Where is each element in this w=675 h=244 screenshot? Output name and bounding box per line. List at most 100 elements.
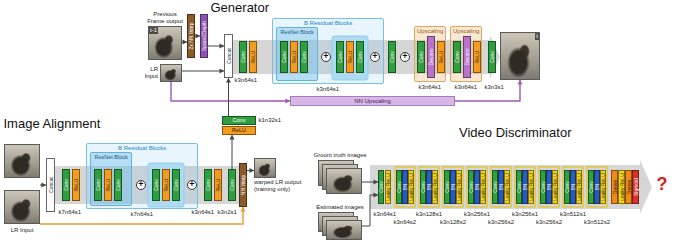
frame-thumbnail (160, 64, 182, 82)
node-label: BN (403, 184, 408, 191)
node-label: 2x NN Warp (189, 22, 194, 49)
node-label: BN (523, 184, 528, 191)
layer-group-outline (563, 167, 583, 207)
arrow-head (241, 207, 246, 212)
dense-layer: Dense (625, 170, 632, 204)
layer-parameter: k3n64s2 (394, 219, 417, 226)
node-label: Leaky ReLU (433, 173, 438, 201)
node-label: Estimated images (308, 204, 372, 211)
conv-layer: Conv (300, 41, 308, 73)
frame-thumbnail (326, 168, 362, 194)
conv-layer: Conv (172, 169, 180, 201)
conv-layer: Conv (152, 169, 160, 201)
conv-layer: Conv (356, 41, 364, 73)
layer-group-outline (515, 167, 535, 207)
concat-layer: Concat (224, 34, 233, 78)
space-to-depth-layer: Space2Depth (200, 14, 208, 58)
node-label: Upscaling (453, 28, 479, 35)
connector (226, 78, 231, 116)
node-label: + (372, 52, 377, 61)
node-label: Previous Frame output (144, 11, 186, 25)
node-label: + (402, 52, 407, 61)
output-symbol: ? (657, 174, 668, 195)
node-label: Leaky ReLU (577, 173, 582, 201)
node-label: t (535, 33, 539, 40)
node-label: warped LR output (training only) (254, 179, 302, 193)
node-label: Space2Depth (202, 21, 207, 51)
connector-line (362, 195, 378, 226)
warp-layer: NN Warp (239, 163, 247, 207)
layer-group-outline (587, 167, 607, 207)
arrow-head (226, 78, 231, 83)
node-label: BN (475, 184, 480, 191)
leaky-relu-layer: Leaky ReLU (504, 170, 510, 204)
dense-layer: Dense (611, 170, 618, 204)
node-label: Conv (230, 179, 235, 191)
leaky-relu-layer: Leaky ReLU (385, 170, 391, 204)
upscaling-block: UpscalingConv DeconvReLU (450, 26, 482, 82)
node-label: Conv (302, 51, 307, 63)
layer-group-outline (467, 167, 487, 207)
node-label: Conv (565, 181, 570, 193)
sum-node: + (321, 52, 331, 62)
node-label: ReLU (74, 179, 79, 192)
layer-parameter: k3n256s2 (536, 219, 562, 226)
node-label: Leaky ReLU (386, 173, 391, 201)
node-label: Conv (397, 181, 402, 193)
node-label: Concat (226, 48, 231, 64)
node-label: Deconv (465, 49, 470, 66)
section-title: Video Discriminator (459, 126, 571, 141)
conv-layer: Conv (336, 41, 344, 73)
node-label: Conv (338, 51, 343, 63)
leaky-relu-layer: Leaky ReLU (552, 170, 558, 204)
leaky-relu-layer: Leaky ReLU (432, 170, 438, 204)
frame-thumbnail (4, 190, 40, 224)
conv-layer: Conv (222, 116, 256, 125)
node-label: Leaky ReLU (505, 173, 510, 201)
connector (182, 69, 224, 74)
layer-parameter: k3n256s2 (488, 219, 514, 226)
frame-thumbnail (254, 158, 276, 178)
conv-layer: Conv (378, 170, 384, 204)
warp-layer: 2x NN Warp (187, 14, 195, 58)
conv-layer: Conv (204, 169, 212, 201)
node-label: Conv (445, 181, 450, 193)
relu-layer: ReLU (473, 41, 481, 73)
residual-group: B Residual BlocksResNet BlockConvReLUCon… (86, 143, 198, 209)
node-label: ReLU (348, 51, 353, 64)
upscale-layer: Deconv (427, 36, 435, 78)
node-label: ReLU (216, 179, 221, 192)
node-label: Upscaling (417, 28, 443, 35)
node-label: Dense (626, 180, 631, 194)
layer-group-outline (539, 167, 559, 207)
relu-layer: ReLU (214, 169, 222, 201)
layer-parameter: k3n64s1 (419, 84, 442, 91)
connector (362, 180, 378, 185)
layer-group-outline (491, 167, 511, 207)
layer-parameter: k3n64s1 (192, 209, 215, 216)
node-label: ReLU (251, 51, 256, 64)
node-label: B Residual Blocks (304, 20, 352, 27)
layer-parameter: k3n512s2 (584, 219, 610, 226)
connector (247, 168, 254, 173)
node-label: BN (547, 184, 552, 191)
relu-layer: ReLU (346, 41, 354, 73)
node-label: BN (451, 184, 456, 191)
frame-image: Previous Frame outputt-1 (148, 26, 182, 60)
upscale-layer: Deconv (463, 36, 471, 78)
node-label: Conv (241, 51, 246, 63)
node-label: + (189, 180, 194, 189)
node-label: Conv (541, 181, 546, 193)
node-label: Conv (206, 179, 211, 191)
layer-parameter: k3n256s1 (512, 211, 538, 218)
conv-layer: Conv (228, 169, 236, 201)
relu-layer: ReLU (437, 41, 445, 73)
node-label: Grount truth images (308, 152, 372, 159)
node-label: Sigmoid (633, 178, 638, 196)
node-label: Conv (455, 51, 460, 63)
layer-parameter: k3n64s1 (374, 211, 397, 218)
arrow-head (230, 135, 235, 140)
node-label: BN (499, 184, 504, 191)
leaky-relu-layer: Leaky ReLU (456, 170, 462, 204)
relu-layer: ReLU (104, 169, 112, 201)
